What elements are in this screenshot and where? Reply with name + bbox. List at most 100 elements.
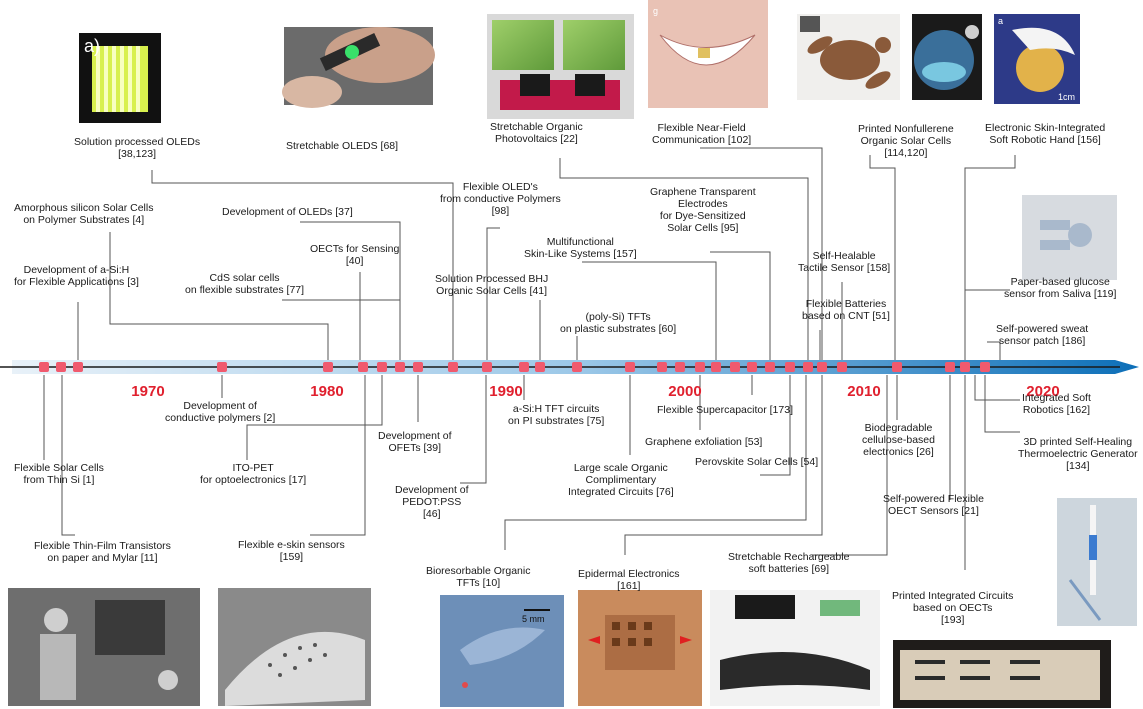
milestone-label-line: Large scale Organic [573, 462, 668, 474]
milestone-label-line: for optoelectronics [17] [200, 474, 307, 486]
milestone-label-line: on flexible substrates [77] [185, 284, 305, 296]
connector-robotic-hand [964, 155, 1016, 360]
photo-solution-oled: a) [79, 33, 161, 123]
milestone-label-line: Integrated Soft [1022, 392, 1091, 404]
timeline-marker [39, 362, 49, 372]
connector-perovskite [760, 375, 791, 476]
milestone-label: Flexible e-skin sensors[159] [238, 539, 345, 563]
connector-graphene-electrodes [710, 251, 771, 360]
milestone-label-line: for Flexible Applications [3] [14, 276, 139, 288]
decade-label: 2010 [847, 383, 880, 400]
milestone-label-line: Soft Robotic Hand [156] [989, 134, 1101, 146]
milestone-label-line: Communication [102] [652, 134, 752, 146]
milestone-label-line: Perovskite Solar Cells [54] [695, 456, 819, 468]
connector-flexible-oled-polymers [486, 227, 500, 360]
timeline-marker [837, 362, 847, 372]
timeline-marker [817, 362, 827, 372]
photo-soft-batteries [710, 590, 880, 706]
panel-letter-g: g [653, 6, 658, 16]
panel-letter-a: a) [84, 36, 100, 56]
milestone-label-line: sensor patch [186] [998, 335, 1086, 347]
milestone-label-line: 3D printed Self-Healing [1023, 436, 1133, 448]
milestone-label-line: [40] [345, 255, 364, 267]
milestone-label-line: TFTs [10] [456, 577, 501, 589]
connector-organic-pv [559, 158, 809, 360]
timeline-marker [519, 362, 529, 372]
milestone-label-line: OFETs [39] [388, 442, 442, 454]
timeline-markers [39, 362, 990, 372]
photo-smile-nfc: g [648, 0, 768, 108]
connector-eskin [310, 375, 366, 536]
connector-lines [43, 147, 1020, 570]
milestone-label-line: Bioresorbable Organic [426, 565, 531, 577]
connector-sweat [987, 341, 1001, 360]
timeline-marker [711, 362, 721, 372]
milestone-label-line: Tactile Sensor [158] [798, 262, 891, 274]
milestone-label-line: for Dye-Sensitized [659, 210, 746, 222]
timeline-marker [323, 362, 333, 372]
milestone-label: Solution processed OLEDs[38,123] [74, 136, 200, 160]
milestone-label-line: Electronic Skin-Integrated [985, 122, 1106, 134]
connector-soft-robotics [974, 375, 1020, 401]
timeline-marker [448, 362, 458, 372]
connector-nonfullerene [869, 155, 896, 360]
photo-bubble-solar [912, 14, 982, 100]
milestone-label-line: ITO-PET [232, 462, 274, 474]
photo-historic-scientists [8, 588, 200, 706]
photo-bioresorbable-tft: 5 mm [440, 595, 564, 707]
milestone-label-line: OECTs for Sensing [310, 243, 400, 255]
timeline-marker [625, 362, 635, 372]
timeline-marker [572, 362, 582, 372]
timeline-marker [892, 362, 902, 372]
milestone-label-line: PEDOT:PSS [402, 496, 462, 508]
milestone-label-line: Development of [395, 484, 469, 496]
milestone-label: Stretchable OLEDS [68] [286, 140, 398, 152]
milestone-label-line: Self-powered sweat [996, 323, 1089, 335]
timeline-marker [73, 362, 83, 372]
milestone-label-line: Solution processed OLEDs [74, 136, 201, 148]
scale-1cm: 1cm [1058, 92, 1075, 102]
milestone-label-line: Amorphous silicon Solar Cells [14, 202, 154, 214]
milestone-label-line: [46] [423, 508, 441, 520]
photo-printed-ic [893, 640, 1111, 708]
milestone-label-line: electronics [26] [863, 446, 934, 458]
milestone-label-line: [193] [941, 614, 965, 626]
milestone-label-line: Paper-based glucose [1010, 276, 1110, 288]
milestone-label-line: Development of a-Si:H [23, 264, 130, 276]
connector-bioresorbable [504, 375, 807, 550]
photo-teg [1057, 498, 1137, 626]
milestone-label-line: Development of OLEDs [37] [222, 206, 353, 218]
milestone-label-line: CdS solar cells [209, 272, 280, 284]
decade-label: 1980 [310, 383, 343, 400]
milestone-label-line: Graphene exfoliation [53] [645, 436, 763, 448]
milestone-label-line: based on OECTs [913, 602, 993, 614]
milestone-label-line: from Thin Si [1] [23, 474, 95, 486]
milestone-label-line: Multifunctional [546, 236, 614, 248]
milestone-label-line: Thermoelectric Generator [1018, 448, 1138, 460]
milestone-label: Perovskite Solar Cells [54] [695, 456, 818, 468]
milestone-label-line: Flexible Batteries [805, 298, 887, 310]
timeline-marker [56, 362, 66, 372]
milestone-label-line: Electrodes [678, 198, 728, 210]
timeline-marker [695, 362, 705, 372]
